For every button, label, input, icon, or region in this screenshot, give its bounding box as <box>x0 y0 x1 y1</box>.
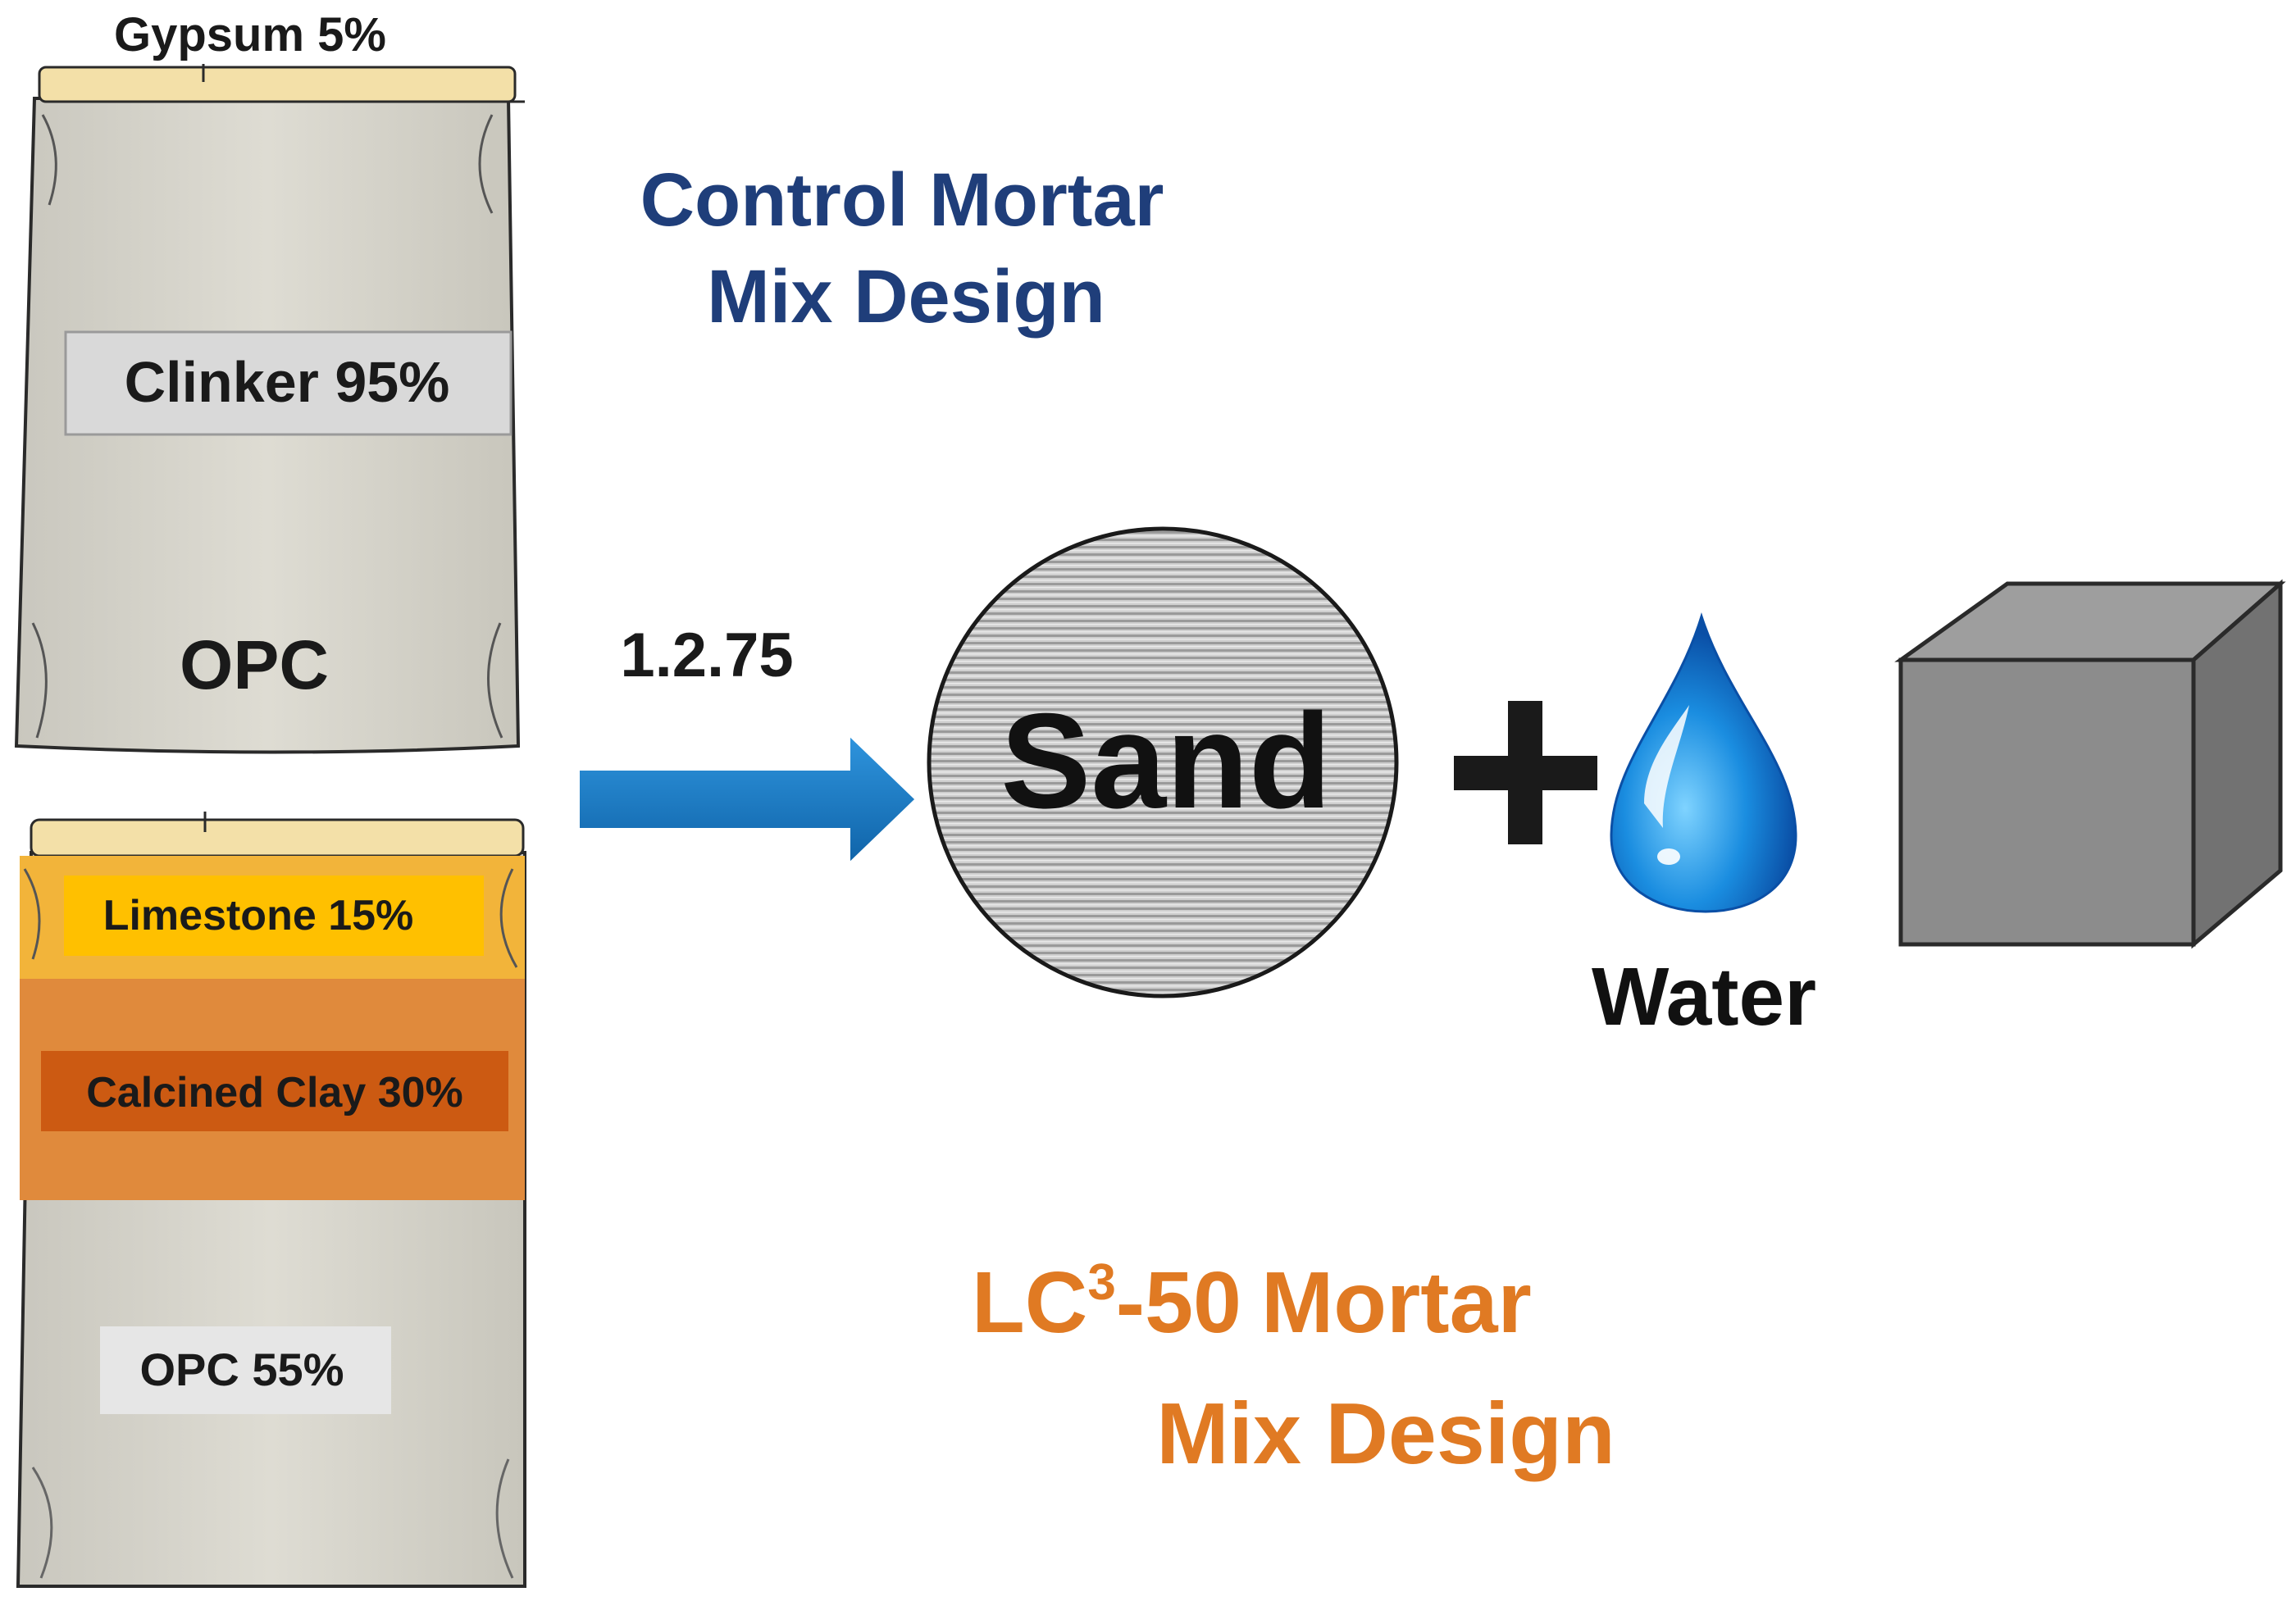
bag-fold <box>487 622 503 739</box>
lc3-prefix: LC <box>972 1254 1087 1351</box>
opc-55-label-box <box>100 1326 391 1414</box>
bag-fold <box>31 622 48 739</box>
bag-fold <box>499 868 518 968</box>
lc3-bag-top-band <box>30 818 525 857</box>
ratio-label: 1.2.75 <box>620 621 793 690</box>
bag-fold <box>478 114 494 214</box>
clinker-label-box <box>64 330 512 436</box>
lc3-bag: Limestone 15% Calcined Clay 30% OPC 55% <box>16 812 526 1588</box>
flow-arrow <box>576 730 919 869</box>
bag-fold <box>495 1458 514 1579</box>
limestone-label-box <box>64 876 484 956</box>
calcined-clay-label-box <box>41 1051 508 1131</box>
opc-bag: Gypsum 5% Clinker 95% OPC <box>14 8 525 754</box>
mortar-cube-icon <box>1894 579 2286 949</box>
sand-circle: Sand <box>927 526 1399 998</box>
sand-label: Sand <box>1000 685 1331 836</box>
limestone-label: Limestone 15% <box>103 892 414 939</box>
gypsum-band <box>38 66 517 103</box>
bag-fold <box>31 1467 53 1579</box>
bag-fold <box>23 868 41 960</box>
cube-front <box>1898 657 2196 947</box>
control-mortar-title: Control Mortar Mix Design <box>640 158 1164 339</box>
sand-disc <box>927 526 1399 998</box>
opc-55-label: OPC 55% <box>140 1344 344 1395</box>
water-label: Water <box>1592 951 1816 1043</box>
lc3-title-line2: Mix Design <box>1156 1385 1615 1482</box>
lc3-suffix: -50 <box>1116 1254 1241 1351</box>
control-title-line1: Control Mortar <box>640 158 1164 242</box>
control-title-line2: Mix Design <box>707 255 1105 339</box>
calcined-clay-label: Calcined Clay 30% <box>86 1069 463 1117</box>
plus-icon <box>1454 701 1597 844</box>
bag-fold <box>41 114 57 206</box>
clinker-label: Clinker 95% <box>125 350 450 414</box>
water-drop-icon <box>1610 612 1797 913</box>
lc3-superscript: 3 <box>1087 1254 1115 1311</box>
opc-bag-name: OPC <box>180 626 329 703</box>
lc3-word: Mortar <box>1261 1254 1532 1351</box>
gypsum-label: Gypsum 5% <box>114 8 386 61</box>
